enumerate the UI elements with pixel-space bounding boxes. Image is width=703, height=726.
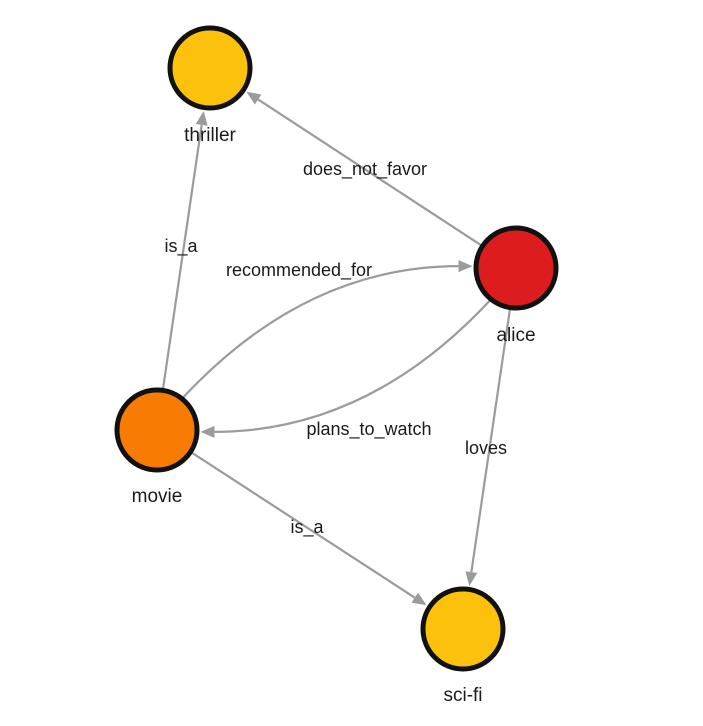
edge-label-alice-scifi: loves: [465, 438, 507, 458]
nodes-layer: [114, 25, 559, 672]
edge-movie-thriller: [161, 124, 203, 389]
node-alice[interactable]: [473, 225, 559, 311]
edge-label-alice-thriller: does_not_favor: [303, 159, 427, 180]
edge-label-alice-movie: plans_to_watch: [306, 419, 431, 440]
edge-alice-thriller: [257, 98, 482, 246]
node-movie[interactable]: [114, 387, 200, 473]
edge-label-movie-scifi: is_a: [290, 517, 324, 538]
edge-alice-movie: [214, 299, 491, 433]
edge-movie-alice: [182, 265, 459, 399]
node-sci-fi[interactable]: [420, 586, 506, 672]
node-label-movie: movie: [132, 486, 183, 507]
node-thriller[interactable]: [167, 25, 253, 111]
arrow-head-alice-scifi: [465, 571, 478, 586]
arrow-head-movie-alice: [458, 260, 473, 273]
edge-alice-scifi: [470, 309, 511, 573]
node-label-thriller: thriller: [184, 125, 236, 146]
node-labels-layer: thriller alice movie sci-fi: [132, 125, 536, 706]
node-label-sci-fi: sci-fi: [443, 685, 482, 706]
node-label-alice: alice: [496, 325, 535, 346]
edge-labels-layer: does_not_favor is_a recommended_for plans_t…: [164, 159, 507, 538]
edges-layer: [161, 91, 511, 606]
arrow-head-movie-scifi: [411, 592, 427, 606]
arrow-head-alice-thriller: [246, 91, 262, 105]
arrow-head-movie-thriller: [195, 111, 208, 126]
edge-label-movie-thriller: is_a: [164, 236, 198, 257]
edge-label-movie-alice: recommended_for: [226, 260, 372, 281]
edge-movie-scifi: [191, 451, 416, 599]
arrow-head-alice-movie: [200, 425, 215, 438]
